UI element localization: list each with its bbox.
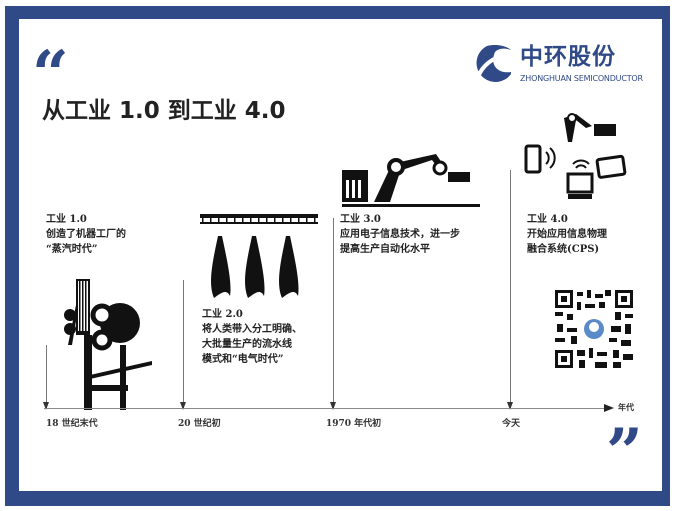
logo-mark-icon xyxy=(475,45,512,82)
stage-2-text: 工业 2.0 将人类带入分工明确、 大批量生产的流水线 模式和“电气时代” xyxy=(202,307,302,367)
stage-3-text: 工业 3.0 应用电子信息技术，进一步 提高生产自动化水平 xyxy=(340,212,460,257)
assembly-line-icon xyxy=(200,214,318,298)
timeline-axis xyxy=(44,408,604,409)
logo-name-cn: 中环股份 xyxy=(520,44,616,70)
stage-line: 创造了机器工厂的 xyxy=(46,229,126,240)
stage-1-text: 工业 1.0 创造了机器工厂的 “蒸汽时代” xyxy=(46,212,126,257)
industrial-robot-icon xyxy=(342,154,480,207)
timeline-arrow xyxy=(43,345,49,410)
logo-name-en: ZHONGHUAN SEMICONDUCTOR xyxy=(520,74,643,83)
open-quote-mark: “ xyxy=(32,37,69,112)
content-panel xyxy=(19,19,662,491)
timeline-tick: 今天 xyxy=(502,419,521,429)
stage-line: 模式和“电气时代” xyxy=(202,354,284,365)
timeline-tick: 18 世纪末代 xyxy=(46,419,98,429)
timeline-arrow xyxy=(507,170,513,410)
timeline-arrow xyxy=(330,218,336,410)
stage-label: 工业 4.0 xyxy=(527,214,568,225)
stage-line: 提高生产自动化水平 xyxy=(340,244,430,255)
timeline-tick: 1970 年代初 xyxy=(326,419,382,429)
cps-devices-icon xyxy=(524,113,627,199)
page-title: 从工业 1.0 到工业 4.0 xyxy=(42,98,286,124)
close-quote-mark: ” xyxy=(606,415,643,490)
qr-code-icon xyxy=(555,290,633,368)
axis-arrow-icon xyxy=(604,404,614,412)
timeline-arrow xyxy=(180,280,186,410)
stage-line: “蒸汽时代” xyxy=(46,244,98,255)
steam-loom-icon xyxy=(64,279,152,410)
stage-line: 应用电子信息技术，进一步 xyxy=(340,229,460,240)
stage-label: 工业 2.0 xyxy=(202,309,243,320)
stage-4-text: 工业 4.0 开始应用信息物理 融合系统(CPS) xyxy=(527,212,607,257)
stage-line: 大批量生产的流水线 xyxy=(202,339,292,350)
stage-label: 工业 1.0 xyxy=(46,214,87,225)
axis-label: 年代 xyxy=(618,402,634,412)
stage-line: 开始应用信息物理 xyxy=(527,229,607,240)
timeline-tick: 20 世纪初 xyxy=(178,419,221,429)
stage-line: 将人类带入分工明确、 xyxy=(202,324,302,335)
stage-line: 融合系统(CPS) xyxy=(527,244,600,255)
stage-label: 工业 3.0 xyxy=(340,214,381,225)
